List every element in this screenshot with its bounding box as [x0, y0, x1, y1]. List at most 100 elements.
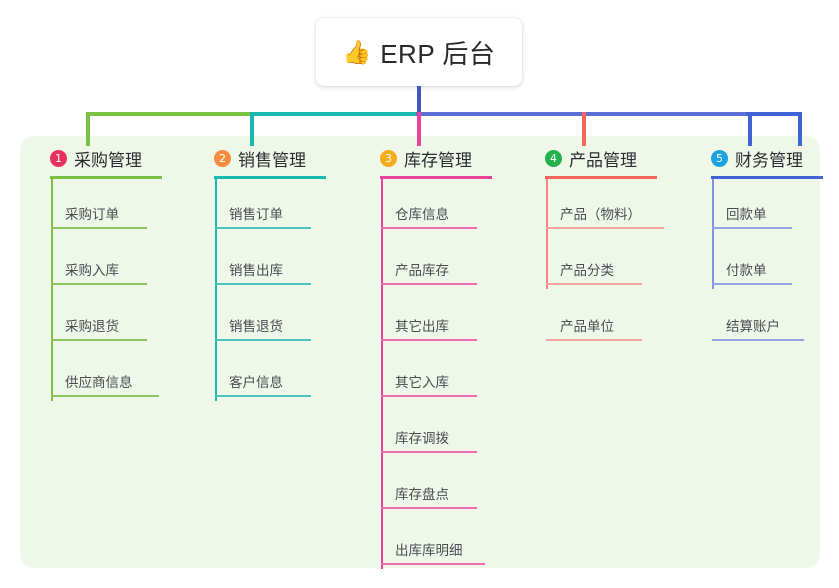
leaf-node[interactable]: 结算账户	[712, 301, 804, 341]
leaf-node[interactable]: 销售出库	[215, 245, 311, 285]
thumbs-up-icon: 👍	[342, 38, 372, 65]
root-node[interactable]: 👍 ERP 后台	[316, 18, 522, 86]
leaf-label: 其它出库	[395, 319, 449, 334]
diagram-panel	[20, 136, 820, 568]
leaf-underline	[381, 451, 477, 453]
leaf-label: 产品分类	[560, 263, 614, 278]
column-product: 4 产品管理 产品（物料） 产品分类 产品单位	[529, 144, 709, 341]
column-header[interactable]: 1 采购管理	[34, 144, 194, 172]
leaf-label: 付款单	[726, 263, 767, 278]
leaf-underline	[381, 339, 477, 341]
drop-column-4	[582, 112, 586, 146]
leaf-node[interactable]: 产品分类	[546, 245, 642, 285]
leaf-underline	[51, 227, 147, 229]
leaf-underline	[712, 283, 792, 285]
leaf-node[interactable]: 产品库存	[381, 245, 477, 285]
leaf-label: 产品（物料）	[560, 207, 641, 222]
leaf-underline	[51, 395, 159, 397]
leaf-underline	[381, 507, 477, 509]
leaf-node[interactable]: 供应商信息	[51, 357, 159, 397]
leaf-label: 销售订单	[229, 207, 283, 222]
leaf-underline	[546, 339, 642, 341]
leaf-underline	[546, 227, 664, 229]
column-spine	[712, 179, 714, 289]
drop-column-3	[417, 112, 421, 146]
leaf-node[interactable]: 付款单	[712, 245, 792, 285]
leaf-label: 出库库明细	[395, 543, 463, 558]
column-title: 采购管理	[74, 150, 142, 170]
leaf-node[interactable]: 客户信息	[215, 357, 311, 397]
bus-segment-blue	[416, 112, 802, 116]
leaf-underline	[51, 283, 147, 285]
column-spine	[546, 179, 548, 289]
column-underline	[50, 176, 162, 179]
leaf-node[interactable]: 产品单位	[546, 301, 642, 341]
leaf-label: 采购退货	[65, 319, 119, 334]
leaf-underline	[381, 563, 485, 565]
leaf-label: 结算账户	[726, 319, 780, 334]
leaf-label: 客户信息	[229, 375, 283, 390]
column-title: 财务管理	[735, 150, 803, 170]
column-underline	[711, 176, 823, 179]
leaf-node[interactable]: 库存调拨	[381, 413, 477, 453]
column-title: 销售管理	[238, 150, 306, 170]
column-spine	[215, 179, 217, 401]
leaf-underline	[712, 339, 804, 341]
column-badge: 5	[711, 149, 728, 167]
leaf-node[interactable]: 其它入库	[381, 357, 477, 397]
leaf-underline	[381, 283, 477, 285]
leaf-underline	[215, 283, 311, 285]
drop-column-5	[798, 112, 802, 146]
leaf-node[interactable]: 回款单	[712, 189, 792, 229]
leaf-label: 库存调拨	[395, 431, 449, 446]
leaf-node[interactable]: 产品（物料）	[546, 189, 664, 229]
column-title: 库存管理	[404, 150, 472, 170]
column-header[interactable]: 2 销售管理	[198, 144, 358, 172]
leaf-label: 采购入库	[65, 263, 119, 278]
drop-column-1	[86, 112, 90, 146]
column-underline	[545, 176, 657, 179]
column-finance: 5 财务管理 回款单 付款单 结算账户	[695, 144, 835, 341]
column-badge: 4	[545, 149, 562, 167]
column-badge: 2	[214, 149, 231, 167]
column-inventory: 3 库存管理 仓库信息 产品库存 其它出库 其它入库 库存调拨 库存盘点	[364, 144, 534, 569]
leaf-label: 库存盘点	[395, 487, 449, 502]
leaf-label: 采购订单	[65, 207, 119, 222]
leaf-node[interactable]: 其它出库	[381, 301, 477, 341]
column-header[interactable]: 5 财务管理	[695, 144, 835, 172]
bus-segment-teal	[250, 112, 416, 116]
leaf-label: 仓库信息	[395, 207, 449, 222]
leaf-node[interactable]: 仓库信息	[381, 189, 477, 229]
column-underline	[214, 176, 326, 179]
leaf-node[interactable]: 销售退货	[215, 301, 311, 341]
column-spine	[381, 179, 383, 569]
leaf-underline	[51, 339, 147, 341]
leaf-underline	[215, 395, 311, 397]
leaf-label: 销售退货	[229, 319, 283, 334]
leaf-label: 产品库存	[395, 263, 449, 278]
column-badge: 3	[380, 149, 397, 167]
bus-segment-green	[86, 112, 250, 116]
leaf-node[interactable]: 出库库明细	[381, 525, 485, 565]
leaf-underline	[712, 227, 792, 229]
drop-column-2	[250, 112, 254, 146]
column-title: 产品管理	[569, 150, 637, 170]
leaf-label: 供应商信息	[65, 375, 133, 390]
leaf-underline	[546, 283, 642, 285]
leaf-label: 销售出库	[229, 263, 283, 278]
column-header[interactable]: 4 产品管理	[529, 144, 709, 172]
column-header[interactable]: 3 库存管理	[364, 144, 534, 172]
leaf-node[interactable]: 采购退货	[51, 301, 147, 341]
leaf-node[interactable]: 采购入库	[51, 245, 147, 285]
root-title: ERP 后台	[380, 38, 496, 69]
drop-column-5-inner	[748, 112, 752, 146]
leaf-underline	[215, 339, 311, 341]
leaf-node[interactable]: 采购订单	[51, 189, 147, 229]
leaf-label: 其它入库	[395, 375, 449, 390]
leaf-node[interactable]: 库存盘点	[381, 469, 477, 509]
leaf-node[interactable]: 销售订单	[215, 189, 311, 229]
column-spine	[51, 179, 53, 401]
leaf-underline	[215, 227, 311, 229]
leaf-underline	[381, 227, 477, 229]
